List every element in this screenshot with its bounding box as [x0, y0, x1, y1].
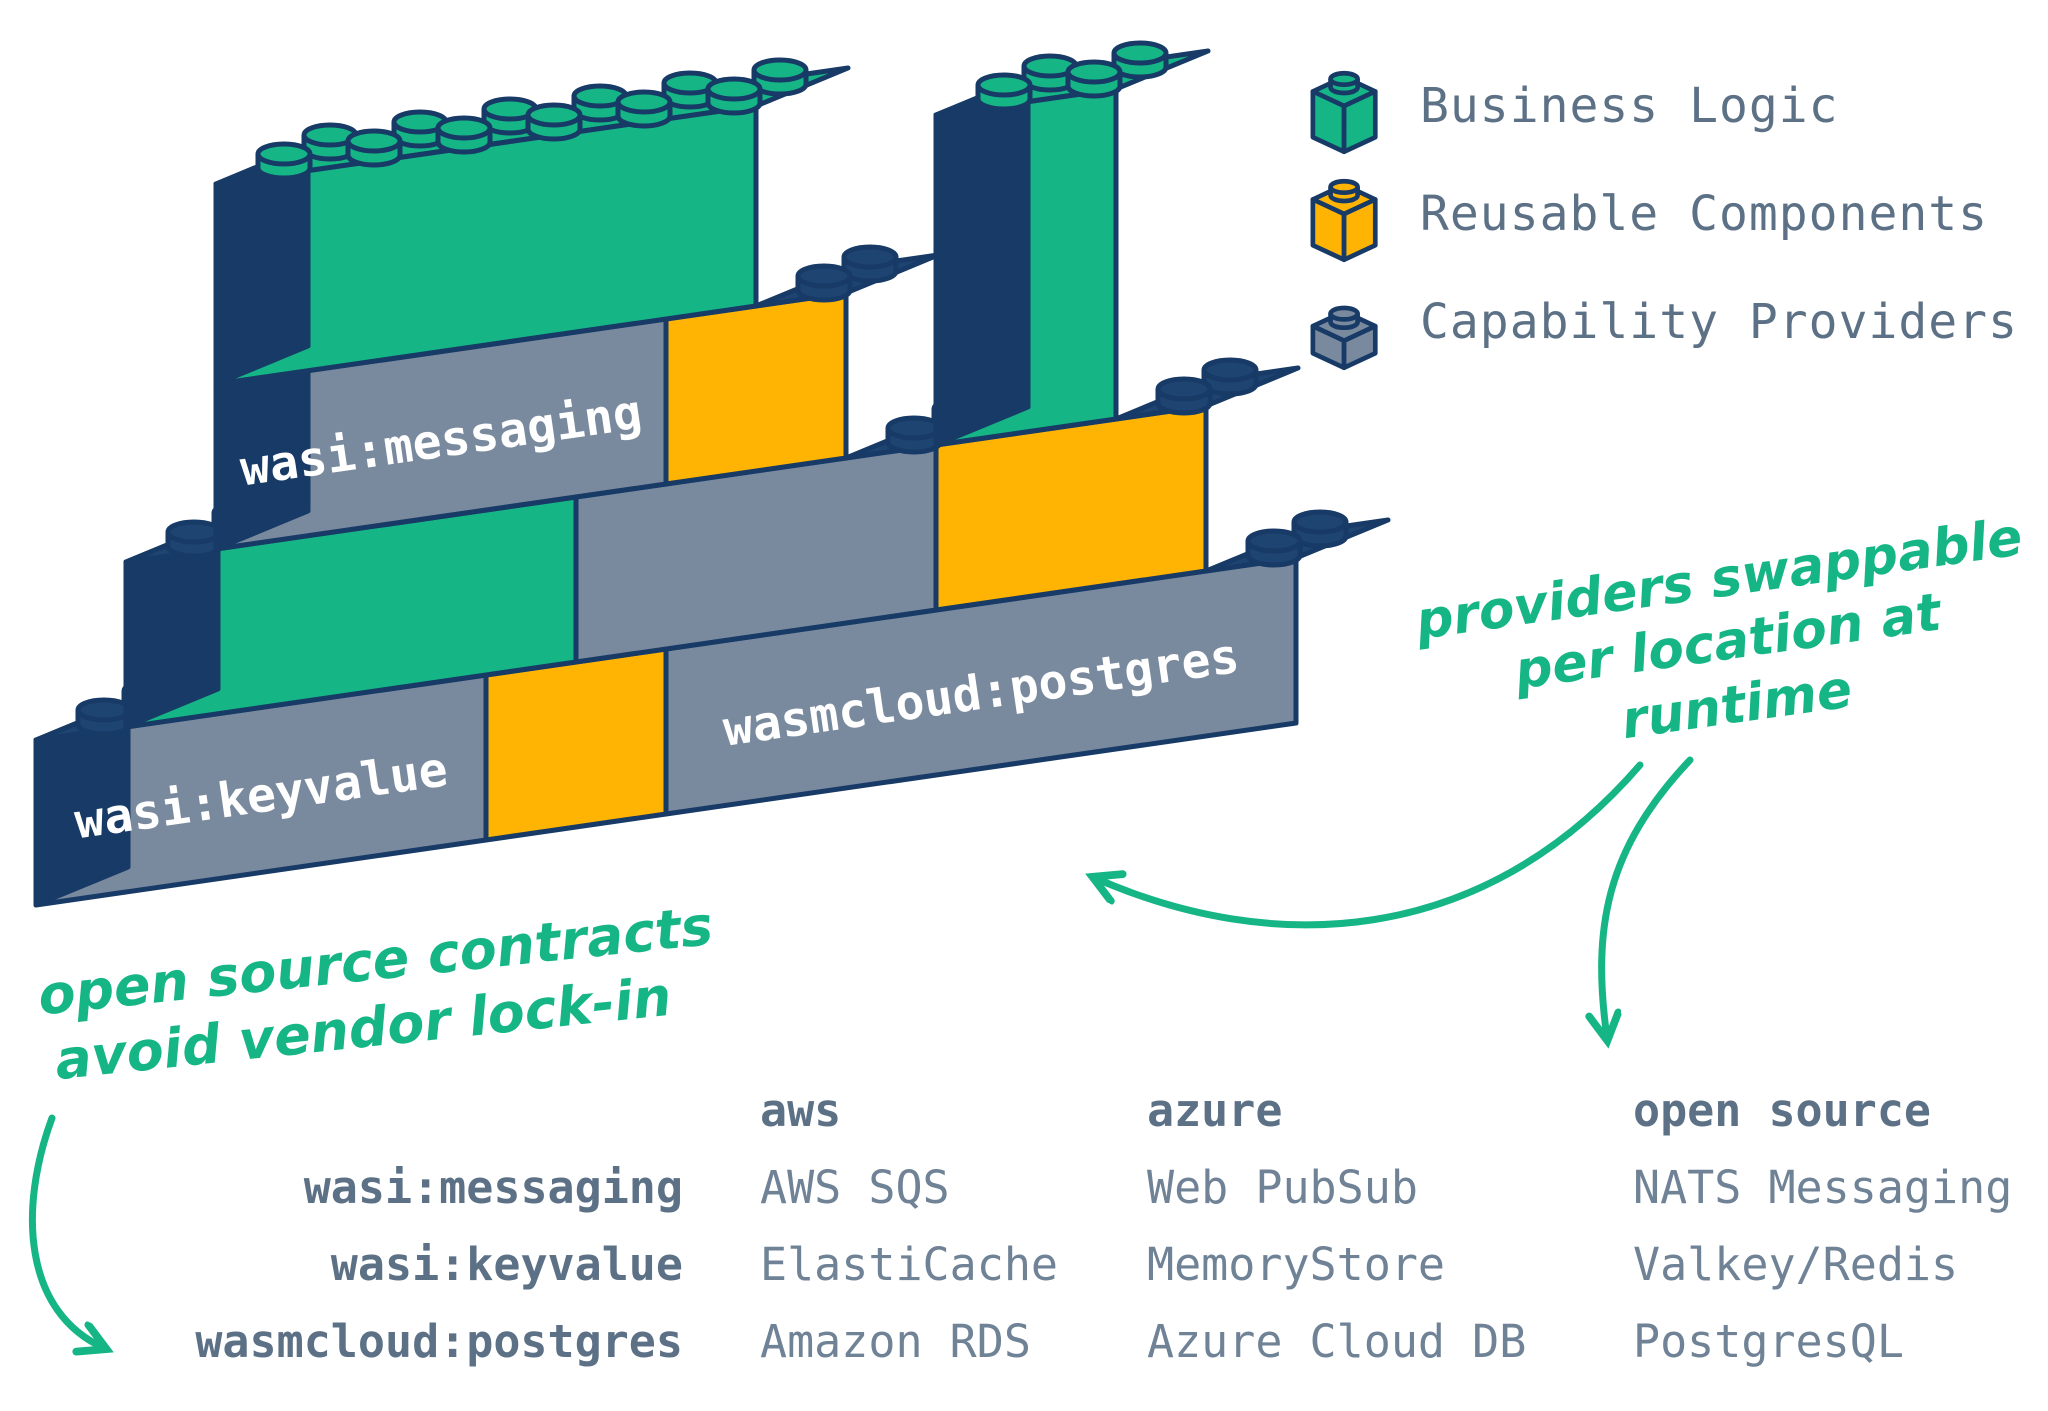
stud	[438, 118, 490, 152]
stud	[168, 522, 220, 556]
gray-brick-icon	[1310, 305, 1378, 371]
brick-end-cap	[213, 143, 311, 387]
stud	[258, 144, 310, 178]
legend-label: Reusable Components	[1420, 186, 1989, 242]
stud	[348, 131, 400, 165]
stud	[708, 79, 760, 113]
brick-end-cap	[933, 74, 1031, 448]
stud	[888, 418, 940, 452]
provider-table: aws azure open source wasi:messaging AWS…	[150, 1072, 2013, 1380]
table-corner	[150, 1072, 683, 1149]
legend: Business Logic Reusable Components Capab…	[1290, 58, 2018, 371]
yellow-brick-icon	[1310, 178, 1378, 263]
table-cell: ElastiCache	[760, 1238, 1059, 1291]
arrow-to-postgres-row	[28, 1114, 104, 1348]
legend-item-business-logic: Business Logic	[1290, 58, 2018, 155]
legend-item-capability-providers: Capability Providers	[1290, 274, 2018, 371]
stud	[618, 92, 670, 126]
green-brick-icon	[1310, 70, 1378, 155]
legend-label: Business Logic	[1420, 78, 1839, 134]
column-header-azure: azure	[1147, 1084, 1283, 1137]
table-cell: Azure Cloud DB	[1147, 1315, 1527, 1368]
stud	[798, 266, 850, 300]
arrow-to-open-source-column	[1602, 756, 1694, 1038]
stud	[1248, 531, 1300, 565]
reusable-component-brick	[483, 646, 669, 843]
table-cell: MemoryStore	[1147, 1238, 1446, 1291]
column-header-aws: aws	[760, 1084, 842, 1137]
row-header-wasmcloud-postgres: wasmcloud:postgres	[195, 1315, 683, 1368]
legend-item-reusable-components: Reusable Components	[1290, 166, 2018, 263]
big-green-brick	[213, 60, 851, 387]
stud	[528, 105, 580, 139]
table-cell: PostgresQL	[1633, 1315, 1904, 1368]
table-cell: Amazon RDS	[760, 1315, 1031, 1368]
table-cell: AWS SQS	[760, 1161, 950, 1214]
table-cell: Valkey/Redis	[1633, 1238, 1959, 1291]
row-header-wasi-keyvalue: wasi:keyvalue	[330, 1238, 683, 1291]
reusable-component-brick	[663, 290, 849, 487]
table-cell: NATS Messaging	[1633, 1161, 2013, 1214]
stud	[978, 75, 1030, 109]
column-header-open-source: open source	[1633, 1084, 1932, 1137]
tall-green-brick	[933, 43, 1211, 448]
table-cell: Web PubSub	[1147, 1161, 1418, 1214]
stud	[1158, 379, 1210, 413]
arrow-to-bricks	[1095, 761, 1644, 929]
row-header-wasi-messaging: wasi:messaging	[303, 1161, 683, 1214]
legend-label: Capability Providers	[1420, 294, 2018, 350]
stud	[78, 700, 130, 734]
stud	[1068, 62, 1120, 96]
middle-brick-row	[123, 360, 1301, 730]
